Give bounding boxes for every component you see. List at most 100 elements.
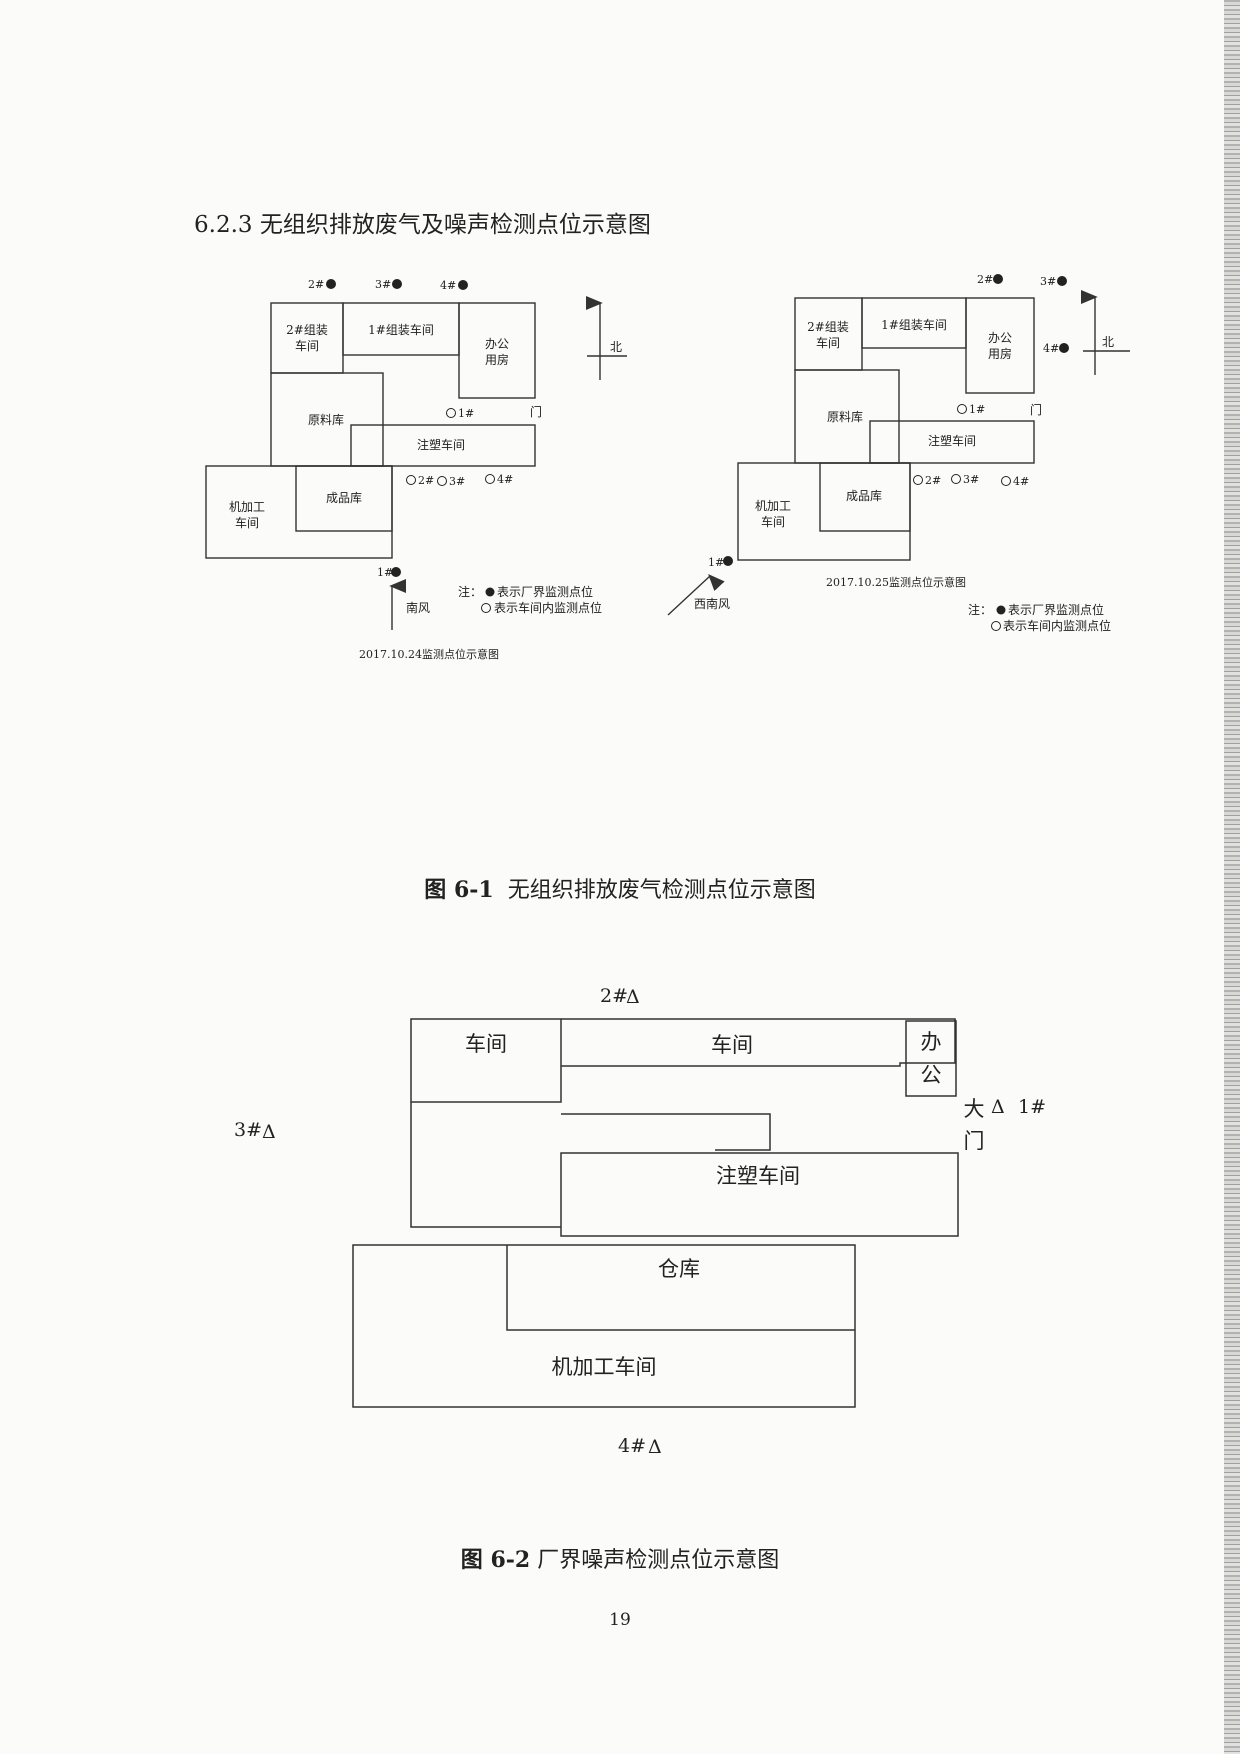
left-note-label: 注：	[458, 584, 482, 599]
right-wpt-4-marker	[1001, 476, 1011, 486]
noise-workshop-a-label: 车间	[465, 1032, 507, 1056]
left-wpt-3-label: 3#	[449, 475, 465, 488]
left-wpt-3-marker	[437, 476, 447, 486]
right-note-label: 注：	[968, 602, 992, 617]
right-assembly2-l1: 2#组装	[807, 320, 849, 334]
right-assembly2-l2: 车间	[816, 335, 840, 350]
right-finished-box	[819, 462, 911, 532]
left-machining-l2: 车间	[235, 515, 259, 530]
left-bpt-4-label: 4#	[440, 279, 456, 292]
noise-pt-4-label: 4#	[618, 1435, 646, 1457]
left-office-box	[458, 302, 536, 399]
left-machining-l1: 机加工	[229, 500, 265, 514]
noise-injection-label: 注塑车间	[716, 1164, 800, 1188]
right-wpt-3-marker	[951, 474, 961, 484]
noise-pt-3-label: 3#	[234, 1119, 262, 1141]
left-gate-label: 门	[530, 404, 542, 419]
left-bpt-1-label: 1#	[377, 566, 393, 579]
left-assembly2-l2: 车间	[295, 338, 319, 353]
left-wpt-2-marker	[406, 475, 416, 485]
left-wpt-4-marker	[485, 474, 495, 484]
noise-pt-4-triangle: Δ	[648, 1436, 662, 1458]
right-office-l1: 办公	[988, 330, 1012, 345]
left-raw-label: 原料库	[308, 412, 344, 427]
figure-6-1-caption: 图 6-1 无组织排放废气检测点位示意图	[0, 872, 1240, 904]
right-wpt-4-label: 4#	[1013, 475, 1029, 488]
left-bpt-3-marker	[392, 279, 402, 289]
right-machining-l1: 机加工	[755, 499, 791, 513]
right-bpt-1-label: 1#	[708, 556, 724, 569]
left-finished-label: 成品库	[326, 490, 362, 505]
left-note-filled-marker	[485, 587, 495, 597]
noise-warehouse-box	[506, 1245, 855, 1331]
right-raw-label: 原料库	[827, 409, 863, 424]
right-north-label: 北	[1102, 335, 1114, 349]
left-bpt-1-marker	[391, 567, 401, 577]
right-note-boundary: 表示厂界监测点位	[1008, 602, 1104, 617]
left-assembly1-label: 1#组装车间	[368, 322, 434, 337]
right-office-l2: 用房	[988, 346, 1012, 361]
figure-6-1-caption-text: 无组织排放废气检测点位示意图	[507, 878, 816, 903]
noise-pt-1-triangle: Δ	[991, 1096, 1005, 1118]
right-gate-label: 门	[1030, 402, 1042, 417]
right-bpt-4-marker	[1059, 343, 1069, 353]
left-injection-box	[350, 424, 536, 467]
section-title: 6.2.3 无组织排放废气及噪声检测点位示意图	[194, 212, 651, 238]
figure-6-1-diagrams: 2#组装 车间 1#组装车间 办公 用房 原料库 注塑车间 机加工 车间 成品库…	[205, 273, 1130, 661]
right-wpt-2-label: 2#	[925, 474, 941, 487]
noise-machining-box	[352, 1244, 856, 1408]
left-office-l2: 用房	[485, 352, 509, 367]
right-wpt-1-label: 1#	[969, 403, 985, 416]
noise-inner-wall	[561, 1113, 771, 1151]
noise-pt-3-triangle: Δ	[262, 1121, 276, 1143]
noise-office-box	[905, 1020, 957, 1097]
left-assembly2-box	[270, 302, 344, 374]
left-date-label: 2017.10.24监测点位示意图	[359, 647, 499, 661]
right-bpt-4-label: 4#	[1043, 342, 1059, 355]
left-bpt-2-marker	[326, 279, 336, 289]
noise-workshop-b-label: 车间	[711, 1033, 753, 1057]
noise-injection-box	[560, 1152, 959, 1237]
right-injection-box	[869, 420, 1035, 464]
right-bpt-3-label: 3#	[1040, 275, 1056, 288]
right-note-hollow-marker	[991, 621, 1001, 631]
left-wpt-2-label: 2#	[418, 474, 434, 487]
noise-gate-l2: 门	[964, 1129, 985, 1153]
left-assembly2-l1: 2#组装	[286, 323, 328, 337]
right-date-label: 2017.10.25监测点位示意图	[826, 575, 966, 589]
left-bpt-4-marker	[458, 280, 468, 290]
figure-6-1-caption-number: 图 6-1	[424, 877, 494, 903]
right-machining-l2: 车间	[761, 514, 785, 529]
right-assembly1-label: 1#组装车间	[881, 317, 947, 332]
left-wind-label: 南风	[406, 600, 430, 615]
noise-workshop-b-box	[561, 1018, 956, 1067]
right-note-filled-marker	[996, 605, 1006, 615]
noise-machining-label: 机加工车间	[552, 1355, 657, 1379]
noise-workshop-a-box	[410, 1018, 562, 1103]
right-bpt-2-marker	[993, 274, 1003, 284]
noise-warehouse-label: 仓库	[658, 1257, 700, 1281]
left-finished-box	[295, 465, 393, 532]
figure-6-2-diagram: 车间 车间 办 公 大 门 注塑车间 仓库 机加工车间 2# Δ Δ 1# 3#…	[234, 985, 1046, 1458]
right-finished-label: 成品库	[846, 488, 882, 503]
right-note-workshop: 表示车间内监测点位	[1003, 618, 1111, 633]
right-injection-label: 注塑车间	[928, 433, 976, 448]
noise-gate-l1: 大	[964, 1097, 985, 1121]
page-number: 19	[609, 1610, 631, 1630]
noise-office-l2: 公	[921, 1063, 942, 1087]
right-bpt-1-marker	[723, 556, 733, 566]
right-wpt-1-marker	[957, 404, 967, 414]
left-bpt-3-label: 3#	[375, 278, 391, 291]
left-north-label: 北	[610, 340, 622, 354]
left-note-workshop: 表示车间内监测点位	[494, 600, 602, 615]
figure-6-2-caption-number: 图 6-2	[460, 1547, 531, 1573]
left-bpt-2-label: 2#	[308, 278, 324, 291]
right-office-box	[965, 297, 1035, 394]
noise-pt-2-label: 2#	[600, 985, 628, 1007]
right-wind-arrow	[667, 573, 725, 616]
noise-left-wall	[410, 1102, 561, 1228]
figure-6-2-caption-text: 厂界噪声检测点位示意图	[537, 1548, 780, 1573]
right-assembly2-box	[794, 297, 863, 371]
noise-pt-2-triangle: Δ	[626, 986, 640, 1008]
scan-edge-artifact	[1224, 0, 1240, 1754]
